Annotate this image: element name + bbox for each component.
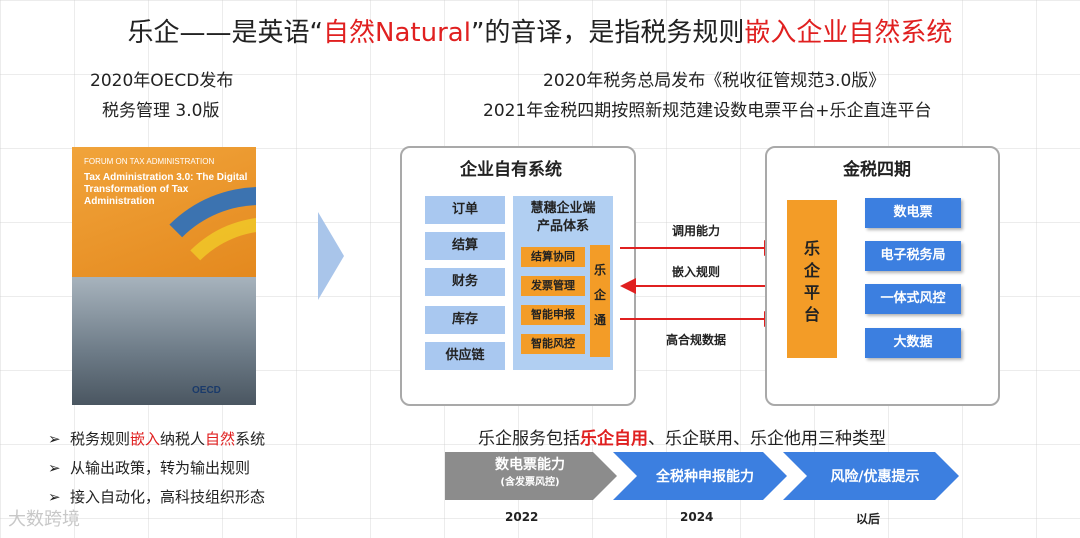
oecd-logo: OECD — [192, 385, 221, 396]
bullet-item-2: ➢从输出政策，转为输出规则 — [48, 459, 251, 477]
oecd-subtitle-line1: 2020年OECD发布 — [90, 71, 234, 91]
feature-invoice-mgmt: 发票管理 — [521, 276, 585, 296]
label-embed-rules: 嵌入规则 — [672, 265, 721, 279]
label-compliant-data: 高合规数据 — [666, 333, 727, 347]
module-finance: 财务 — [425, 268, 505, 296]
service-integrated-risk: 一体式风控 — [865, 284, 961, 314]
module-settlement: 结算 — [425, 232, 505, 260]
watermark: 大数跨境 — [8, 509, 80, 530]
oecd-report-cover: FORUM ON TAX ADMINISTRATION Tax Administ… — [72, 147, 256, 405]
right-subtitle-line2: 2021年金税四期按照新规范建设数电票平台+乐企直连平台 — [483, 101, 932, 121]
oecd-subtitle-line2: 税务管理 3.0版 — [102, 101, 220, 121]
leqi-platform-label: 乐企平台 — [803, 239, 820, 324]
timeline-step-2 — [613, 452, 787, 500]
chevron-arrow-icon — [318, 212, 344, 300]
huisui-product-title: 慧穗企业端产品体系 — [530, 201, 596, 234]
service-types-text: 乐企服务包括乐企自用、乐企联用、乐企他用三种类型 — [478, 429, 886, 449]
bullet-item-3: ➢接入自动化，高科技组织形态 — [48, 488, 266, 506]
year-later: 以后 — [856, 512, 881, 526]
module-order: 订单 — [425, 196, 505, 224]
service-etax-bureau: 电子税务局 — [865, 241, 961, 271]
page-title: 乐企——是英语“自然Natural”的音译，是指税务规则嵌入企业自然系统 — [127, 18, 953, 48]
leqi-platform-bar — [787, 200, 837, 358]
module-inventory: 库存 — [425, 306, 505, 334]
year-2022: 2022 — [505, 510, 539, 524]
feature-smart-risk: 智能风控 — [521, 334, 585, 354]
enterprise-system-title: 企业自有系统 — [460, 160, 562, 180]
year-2024: 2024 — [680, 510, 714, 524]
service-einvoice: 数电票 — [865, 198, 961, 228]
cover-forum-text: FORUM ON TAX ADMINISTRATION — [84, 157, 215, 166]
module-supply-chain: 供应链 — [425, 342, 505, 370]
bullet-item-1: ➢税务规则嵌入纳税人自然系统 — [48, 430, 266, 448]
leqitong-label: 乐企通 — [593, 263, 606, 327]
label-call-capability: 调用能力 — [672, 224, 721, 238]
feature-smart-filing: 智能申报 — [521, 305, 585, 325]
timeline-step-3-label: 风险/优惠提示 — [830, 469, 920, 485]
timeline-arrows — [445, 452, 959, 500]
timeline-step-1-label: 数电票能力(含发票风控) — [495, 457, 565, 488]
connection-arrows — [620, 240, 780, 327]
feature-settlement-collab: 结算协同 — [521, 247, 585, 267]
golden-tax-title: 金税四期 — [843, 160, 911, 180]
service-big-data: 大数据 — [865, 328, 961, 358]
leqitong-bar — [590, 245, 610, 357]
timeline-step-3 — [783, 452, 959, 500]
cover-title-text: Tax Administration 3.0: The Digital Tran… — [84, 172, 248, 207]
timeline-step-1 — [445, 452, 617, 500]
timeline-step-2-label: 全税种申报能力 — [656, 469, 754, 485]
right-subtitle-line1: 2020年税务总局发布《税收征管规范3.0版》 — [543, 71, 886, 91]
